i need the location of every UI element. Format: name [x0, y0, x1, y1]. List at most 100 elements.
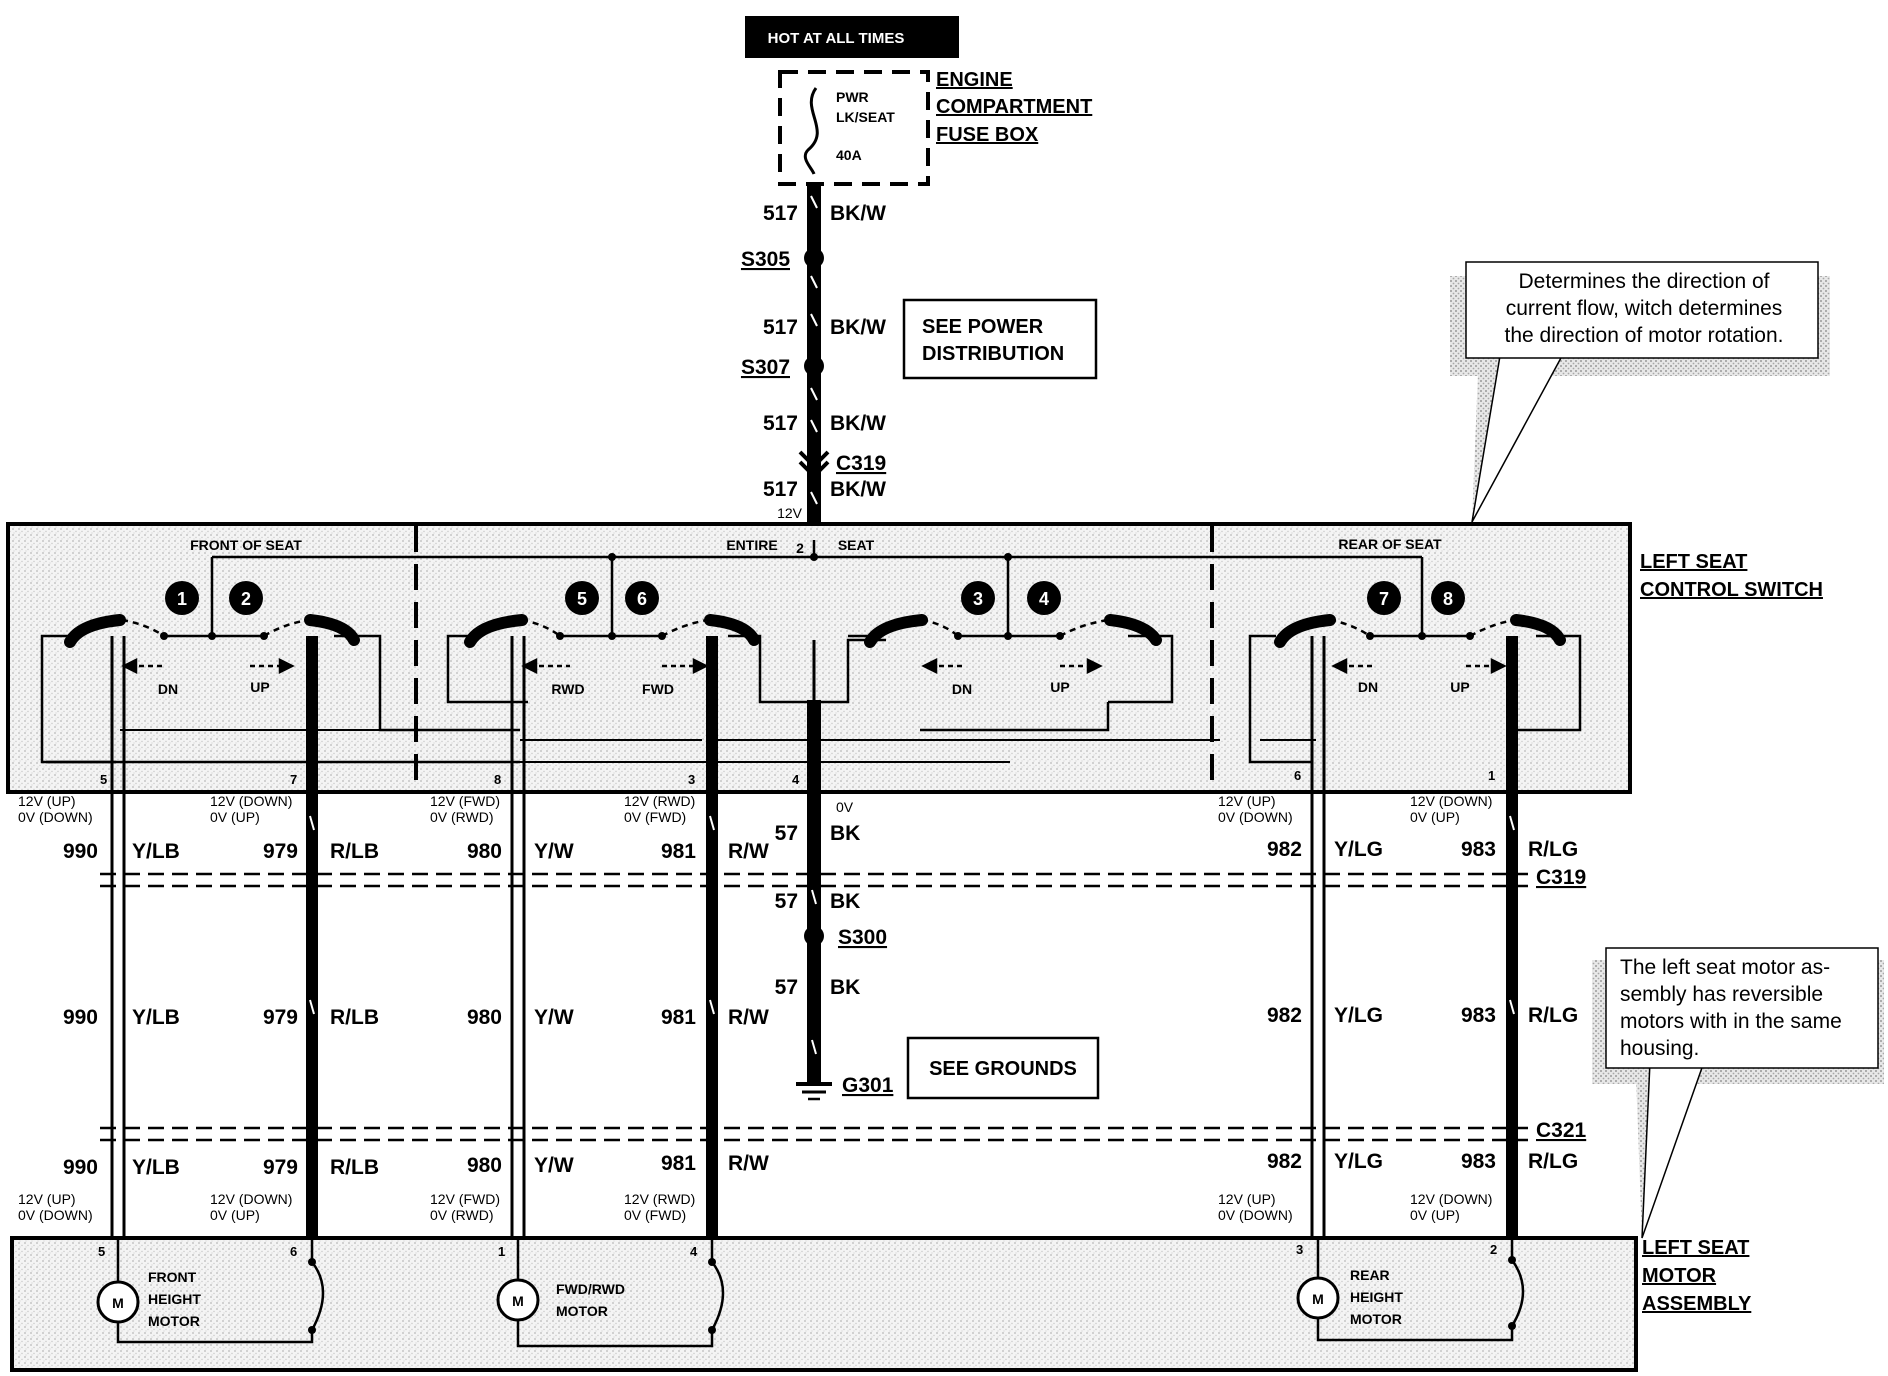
w-981-r3: 981 — [661, 1152, 696, 1175]
c-979-r3: R/LB — [330, 1156, 379, 1179]
voltage-labels-top: 12V (UP) 0V (DOWN) 12V (DOWN) 0V (UP) 12… — [18, 793, 1492, 825]
fuse-box-title-2: COMPARTMENT — [936, 96, 1092, 118]
arrow-rwd: RWD — [551, 681, 584, 697]
arrow-up-mid: UP — [1050, 679, 1069, 695]
v-979-bot-2: 0V (UP) — [210, 1207, 260, 1223]
v-982-bot-1: 12V (UP) — [1218, 1191, 1276, 1207]
voltage-labels-bottom: 12V (UP) 0V (DOWN) 12V (DOWN) 0V (UP) 12… — [18, 1191, 1492, 1223]
c-981-r1: R/W — [728, 840, 769, 863]
v-981-bot-1: 12V (RWD) — [624, 1191, 695, 1207]
arrow-dn-rear: DN — [1358, 679, 1378, 695]
ground-symbol — [796, 1067, 832, 1101]
feed-circuit-1: 517 — [763, 202, 798, 225]
c-980-r2: Y/W — [534, 1006, 574, 1029]
v-980-bot-1: 12V (FWD) — [430, 1191, 500, 1207]
rear-height-motor: M REAR HEIGHT MOTOR 3 2 — [1296, 1240, 1525, 1342]
w-982-r3: 982 — [1267, 1150, 1302, 1173]
w-990-r2: 990 — [63, 1006, 98, 1029]
v-979-top-2: 0V (UP) — [210, 809, 260, 825]
arrow-dn-front: DN — [158, 681, 178, 697]
feed-voltage: 12V — [777, 505, 803, 521]
section-entire: ENTIRE — [726, 537, 777, 553]
v-990-top-1: 12V (UP) — [18, 793, 76, 809]
feed-circuit-2: 517 — [763, 316, 798, 339]
front-motor-pin-a: 5 — [98, 1244, 105, 1259]
splice-s307: S307 — [741, 356, 790, 379]
callout-direction-line-2: current flow, witch determines — [1506, 297, 1783, 320]
entire-seat-pin: 2 — [796, 540, 804, 556]
front-motor-label-3: MOTOR — [148, 1313, 200, 1329]
w-981-r2: 981 — [661, 1006, 696, 1029]
ground-color-1: BK — [830, 822, 860, 845]
callout-direction-line-3: the direction of motor rotation. — [1505, 324, 1784, 347]
contact-2: 2 — [241, 589, 251, 609]
connector-c319: C319 — [1536, 866, 1586, 889]
ground-g301: G301 — [842, 1074, 894, 1097]
fuse-box-title-1: ENGINE — [936, 69, 1013, 91]
rear-motor-label-1: REAR — [1350, 1267, 1390, 1283]
c-979-r1: R/LB — [330, 840, 379, 863]
v-990-top-2: 0V (DOWN) — [18, 809, 93, 825]
w-983-r1: 983 — [1461, 838, 1496, 861]
w-982-r1: 982 — [1267, 838, 1302, 861]
section-rear-of-seat: REAR OF SEAT — [1338, 536, 1442, 552]
wire-labels-row-1: 990 Y/LB 979 R/LB 980 Y/W 981 R/W 982 Y/… — [63, 838, 1578, 863]
rear-motor-label-3: MOTOR — [1350, 1311, 1402, 1327]
v-980-top-2: 0V (RWD) — [430, 809, 494, 825]
feed-circuit-3: 517 — [763, 412, 798, 435]
contact-7: 7 — [1379, 589, 1389, 609]
w-983-r3: 983 — [1461, 1150, 1496, 1173]
section-seat: SEAT — [838, 537, 875, 553]
contact-5: 5 — [577, 589, 587, 609]
v-982-bot-2: 0V (DOWN) — [1218, 1207, 1293, 1223]
c-981-r2: R/W — [728, 1006, 769, 1029]
callout-motor-line-4: housing. — [1620, 1037, 1699, 1060]
callout-motor-assembly: The left seat motor as- sembly has rever… — [1592, 947, 1884, 1239]
fwd-motor-label-2: MOTOR — [556, 1303, 608, 1319]
callout-motor-line-2: sembly has reversible — [1620, 983, 1823, 1006]
contact-8: 8 — [1443, 589, 1453, 609]
callout-motor-line-3: motors with in the same — [1620, 1010, 1842, 1033]
w-980-r1: 980 — [467, 840, 502, 863]
arrow-dn-mid: DN — [952, 681, 972, 697]
switch-pin-6: 6 — [1294, 768, 1301, 783]
front-height-motor: M FRONT HEIGHT MOTOR 5 6 — [96, 1240, 325, 1344]
v-983-bot-2: 0V (UP) — [1410, 1207, 1460, 1223]
see-grounds-label: SEE GROUNDS — [929, 1058, 1077, 1080]
arrow-up-rear: UP — [1450, 679, 1469, 695]
w-983-r2: 983 — [1461, 1004, 1496, 1027]
rear-motor-pin-b: 2 — [1490, 1242, 1497, 1257]
w-979-r1: 979 — [263, 840, 298, 863]
motor-assembly-title-3: ASSEMBLY — [1642, 1293, 1752, 1315]
ground-circuit-1: 57 — [775, 822, 798, 845]
arrow-fwd: FWD — [642, 681, 674, 697]
w-979-r2: 979 — [263, 1006, 298, 1029]
feed-color-2: BK/W — [830, 316, 886, 339]
callout-direction-line-1: Determines the direction of — [1519, 270, 1770, 293]
fuse-label-1: PWR — [836, 89, 869, 105]
c-983-r1: R/LG — [1528, 838, 1578, 861]
w-980-r3: 980 — [467, 1154, 502, 1177]
rear-motor-pin-a: 3 — [1296, 1242, 1303, 1257]
motor-symbol-fwd: M — [512, 1293, 524, 1309]
section-front-of-seat: FRONT OF SEAT — [190, 537, 302, 553]
switch-pin-3: 3 — [688, 772, 695, 787]
front-motor-label-2: HEIGHT — [148, 1291, 201, 1307]
w-980-r2: 980 — [467, 1006, 502, 1029]
callout-direction: Determines the direction of current flow… — [1450, 261, 1830, 523]
direction-arrows — [121, 657, 1507, 675]
wire-labels-row-2: 990 Y/LB 979 R/LB 980 Y/W 981 R/W 982 Y/… — [63, 1004, 1578, 1029]
v-990-bot-2: 0V (DOWN) — [18, 1207, 93, 1223]
v-979-bot-1: 12V (DOWN) — [210, 1191, 292, 1207]
c-980-r3: Y/W — [534, 1154, 574, 1177]
connector-c319-feed: C319 — [836, 452, 886, 475]
v-982-top-1: 12V (UP) — [1218, 793, 1276, 809]
c-982-r2: Y/LG — [1334, 1004, 1383, 1027]
fwd-motor-label-1: FWD/RWD — [556, 1281, 625, 1297]
v-983-bot-1: 12V (DOWN) — [1410, 1191, 1492, 1207]
v-983-top-2: 0V (UP) — [1410, 809, 1460, 825]
v-981-top-2: 0V (FWD) — [624, 809, 686, 825]
connector-c321: C321 — [1536, 1119, 1587, 1142]
feed-color-3: BK/W — [830, 412, 886, 435]
switch-pin-4: 4 — [792, 772, 800, 787]
